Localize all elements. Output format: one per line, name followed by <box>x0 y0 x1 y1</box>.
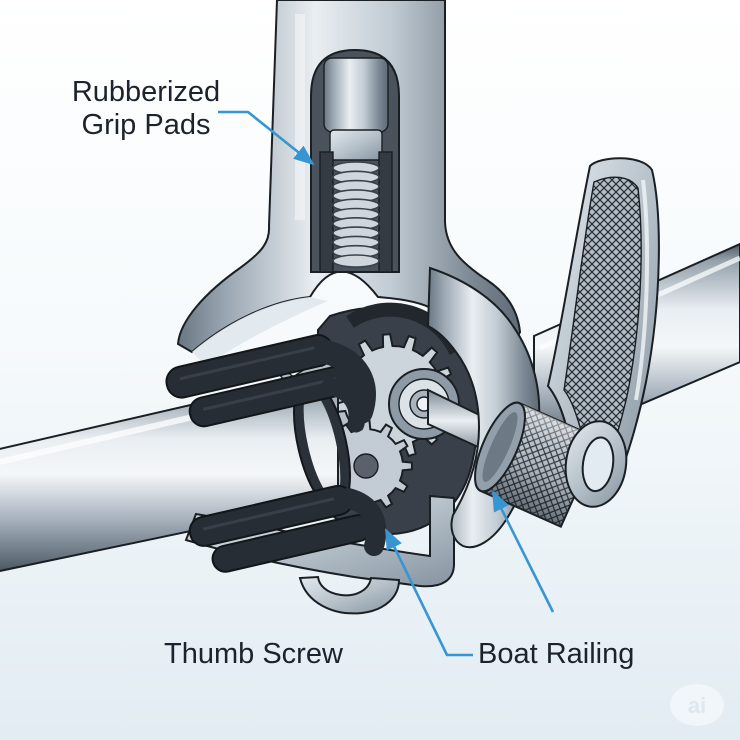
grip-rail-left <box>319 151 334 273</box>
callout-labels: Rubberized Grip Pads Thumb Screw Boat Ra… <box>72 76 635 670</box>
leader-knob-area <box>491 490 555 613</box>
label-grip-pads-line2: Grip Pads <box>82 109 211 141</box>
lever-boss <box>564 420 628 508</box>
leader-boat-railing <box>384 528 473 657</box>
watermark-text: ai <box>688 693 706 718</box>
label-grip-pads-line1: Rubberized <box>72 76 220 108</box>
rubber-grip-pads-lower <box>188 484 387 573</box>
knurled-knob <box>474 401 602 528</box>
thumb-screw-head <box>323 57 389 161</box>
label-thumb-screw: Thumb Screw <box>164 638 344 670</box>
post-cutaway <box>310 48 400 273</box>
watermark-badge: ai <box>670 684 724 726</box>
grip-rail-right <box>378 151 393 273</box>
leader-grip-pads <box>218 110 315 166</box>
lower-jaw-hook <box>298 575 401 615</box>
lever-handle <box>546 157 660 473</box>
callout-leaders <box>218 110 555 657</box>
thumb-screw-threads <box>332 161 380 268</box>
label-boat-railing: Boat Railing <box>478 638 634 670</box>
clamp-post <box>176 0 522 366</box>
upper-jaw-face <box>192 297 328 366</box>
rubber-grip-pads-upper <box>165 334 376 433</box>
